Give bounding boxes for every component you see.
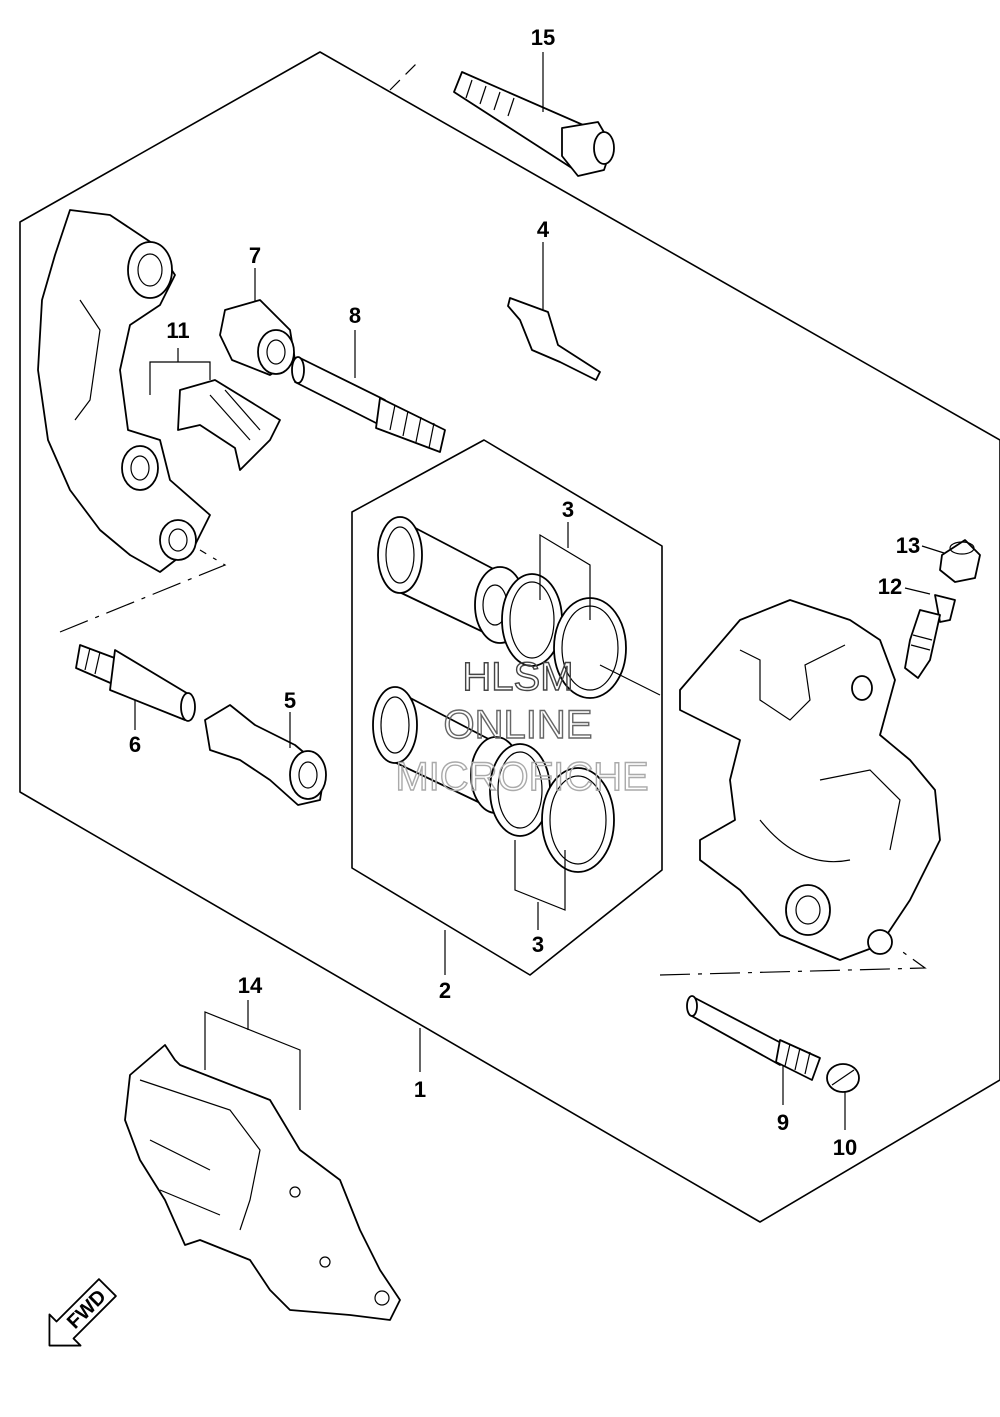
callout-3-upper: 3 (562, 497, 574, 522)
bleeder-valve-part-12[interactable] (904, 594, 956, 679)
callout-9: 9 (777, 1110, 789, 1135)
slide-pin-part-6[interactable] (75, 644, 196, 722)
callout-3-lower: 3 (532, 932, 544, 957)
callout-8: 8 (349, 303, 361, 328)
separator-left (59, 549, 227, 633)
subassembly-boundary-2 (351, 439, 663, 976)
assembly-boundary-1 (19, 51, 1000, 1223)
pad-spring-part-11[interactable] (177, 379, 281, 471)
caliper-bracket[interactable] (37, 209, 211, 573)
bolt-part-15[interactable] (453, 71, 615, 177)
callout-10: 10 (833, 1135, 857, 1160)
watermark-line-1: HLSM (462, 655, 573, 699)
bleeder-cap-part-13[interactable] (939, 539, 981, 583)
callout-6: 6 (129, 732, 141, 757)
leader-12 (904, 587, 931, 595)
seal-lower-1[interactable] (489, 743, 551, 837)
watermark-line-2: ONLINE (444, 703, 593, 747)
callout-4: 4 (537, 217, 550, 242)
leader-13 (921, 545, 945, 554)
boot-part-5[interactable] (204, 704, 327, 806)
callout-13: 13 (896, 533, 920, 558)
callout-11: 11 (166, 318, 189, 343)
seal-upper-1[interactable] (501, 573, 563, 667)
leader-11 (149, 361, 211, 395)
plug-part-10[interactable] (826, 1063, 860, 1093)
boundary-dash-line (389, 59, 421, 91)
callout-2: 2 (439, 978, 451, 1003)
pad-pin-part-9[interactable] (686, 995, 821, 1081)
caliper-body[interactable] (679, 599, 941, 961)
callout-1: 1 (414, 1077, 426, 1102)
seal-lower-2[interactable] (541, 767, 615, 873)
callout-15: 15 (531, 25, 555, 50)
separator-right (659, 949, 927, 976)
leader-14 (204, 1011, 301, 1110)
piston-axis-line (599, 664, 661, 696)
watermark-line-3: MICROFICHE (395, 755, 648, 799)
callout-12: 12 (878, 574, 902, 599)
leader-3-upper (539, 533, 591, 620)
boot-part-7[interactable] (219, 299, 296, 376)
clip-part-4[interactable] (507, 297, 601, 381)
slide-pin-part-8[interactable] (291, 356, 446, 453)
callout-5: 5 (284, 688, 296, 713)
callout-7: 7 (249, 243, 261, 268)
leader-3-lower (514, 840, 566, 911)
forward-direction-arrow: FWD (48, 1278, 117, 1347)
callout-14: 14 (238, 973, 263, 998)
brake-pads-part-14[interactable] (124, 1044, 401, 1321)
